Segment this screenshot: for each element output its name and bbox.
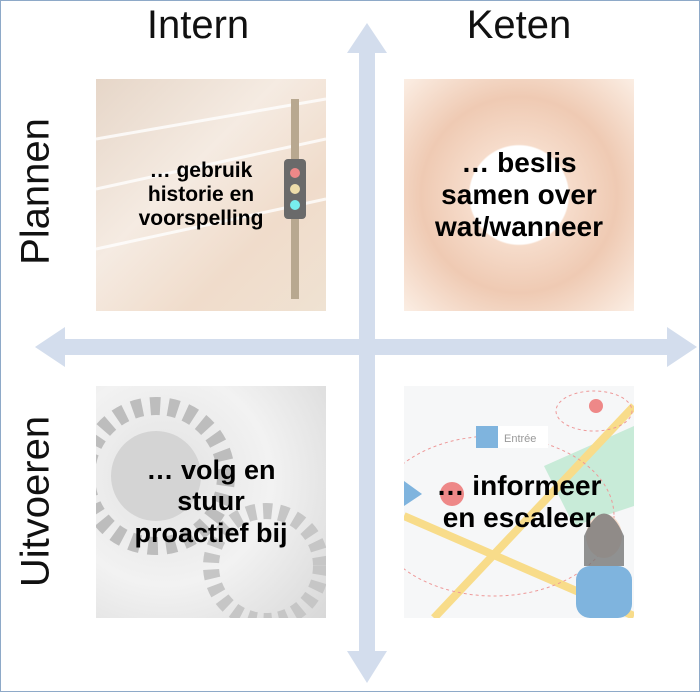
column-header-intern: Intern (146, 3, 250, 47)
arrow-up (347, 23, 387, 53)
arrow-left (35, 327, 65, 367)
row-header-plannen: Plannen (13, 118, 58, 265)
arrow-down (347, 651, 387, 683)
horizontal-axis (63, 339, 671, 355)
traffic-light-image (96, 97, 326, 299)
row-header-uitvoeren: Uitvoeren (13, 415, 58, 588)
gears-image (96, 397, 326, 618)
map-image: Entrée (404, 390, 634, 618)
map-entry-label: Entrée (504, 433, 536, 445)
column-header-keten: Keten (466, 3, 572, 47)
arrow-right (667, 327, 697, 367)
